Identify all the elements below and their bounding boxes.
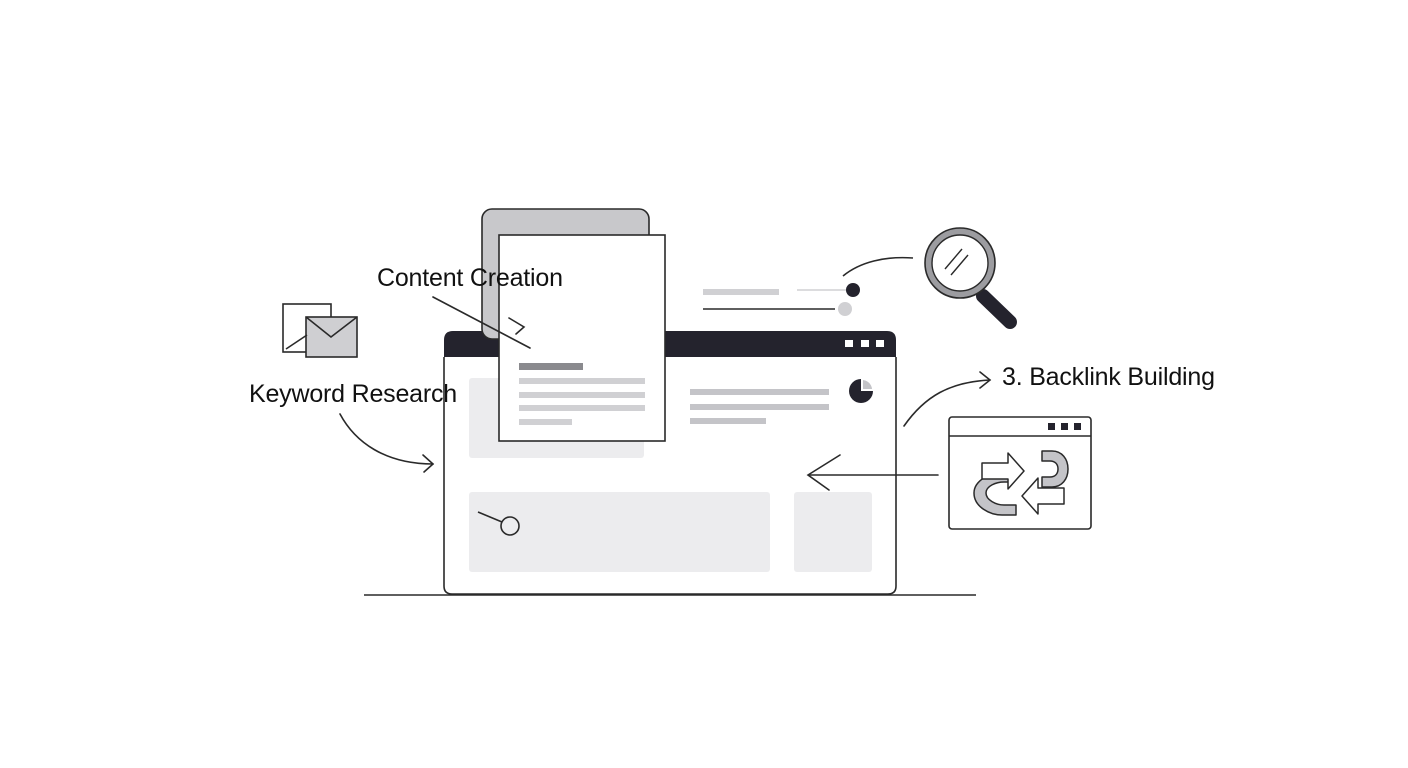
- document-heading-bar: [519, 363, 583, 370]
- link-exchange-icon: [973, 450, 1069, 516]
- backlink-arrow: [903, 371, 992, 427]
- backlink-building-label: 3. Backlink Building: [1002, 363, 1215, 391]
- text-lines-right: [690, 389, 829, 424]
- content-creation-label: Content Creation: [377, 264, 563, 292]
- keyword-research-arrow: [339, 413, 435, 473]
- window-dots-icon: [1048, 423, 1081, 430]
- content-panel-bottom-small: [794, 492, 872, 572]
- main-browser-window: [443, 331, 897, 595]
- envelope-icon: [282, 303, 358, 358]
- link-return-arrow: [806, 454, 939, 491]
- window-dots-icon: [845, 340, 884, 347]
- link-window: [948, 416, 1092, 530]
- document-text-lines: [519, 378, 645, 425]
- pie-chart-icon: [849, 378, 874, 403]
- document-stack: [481, 208, 666, 442]
- analytics-lines: [703, 256, 914, 316]
- content-panel-bottom-wide: [469, 492, 770, 572]
- keyword-research-label: Keyword Research: [249, 380, 458, 408]
- content-creation-arrow: [432, 296, 531, 349]
- pin-marker: [477, 511, 520, 536]
- magnifier-icon: [924, 227, 1017, 329]
